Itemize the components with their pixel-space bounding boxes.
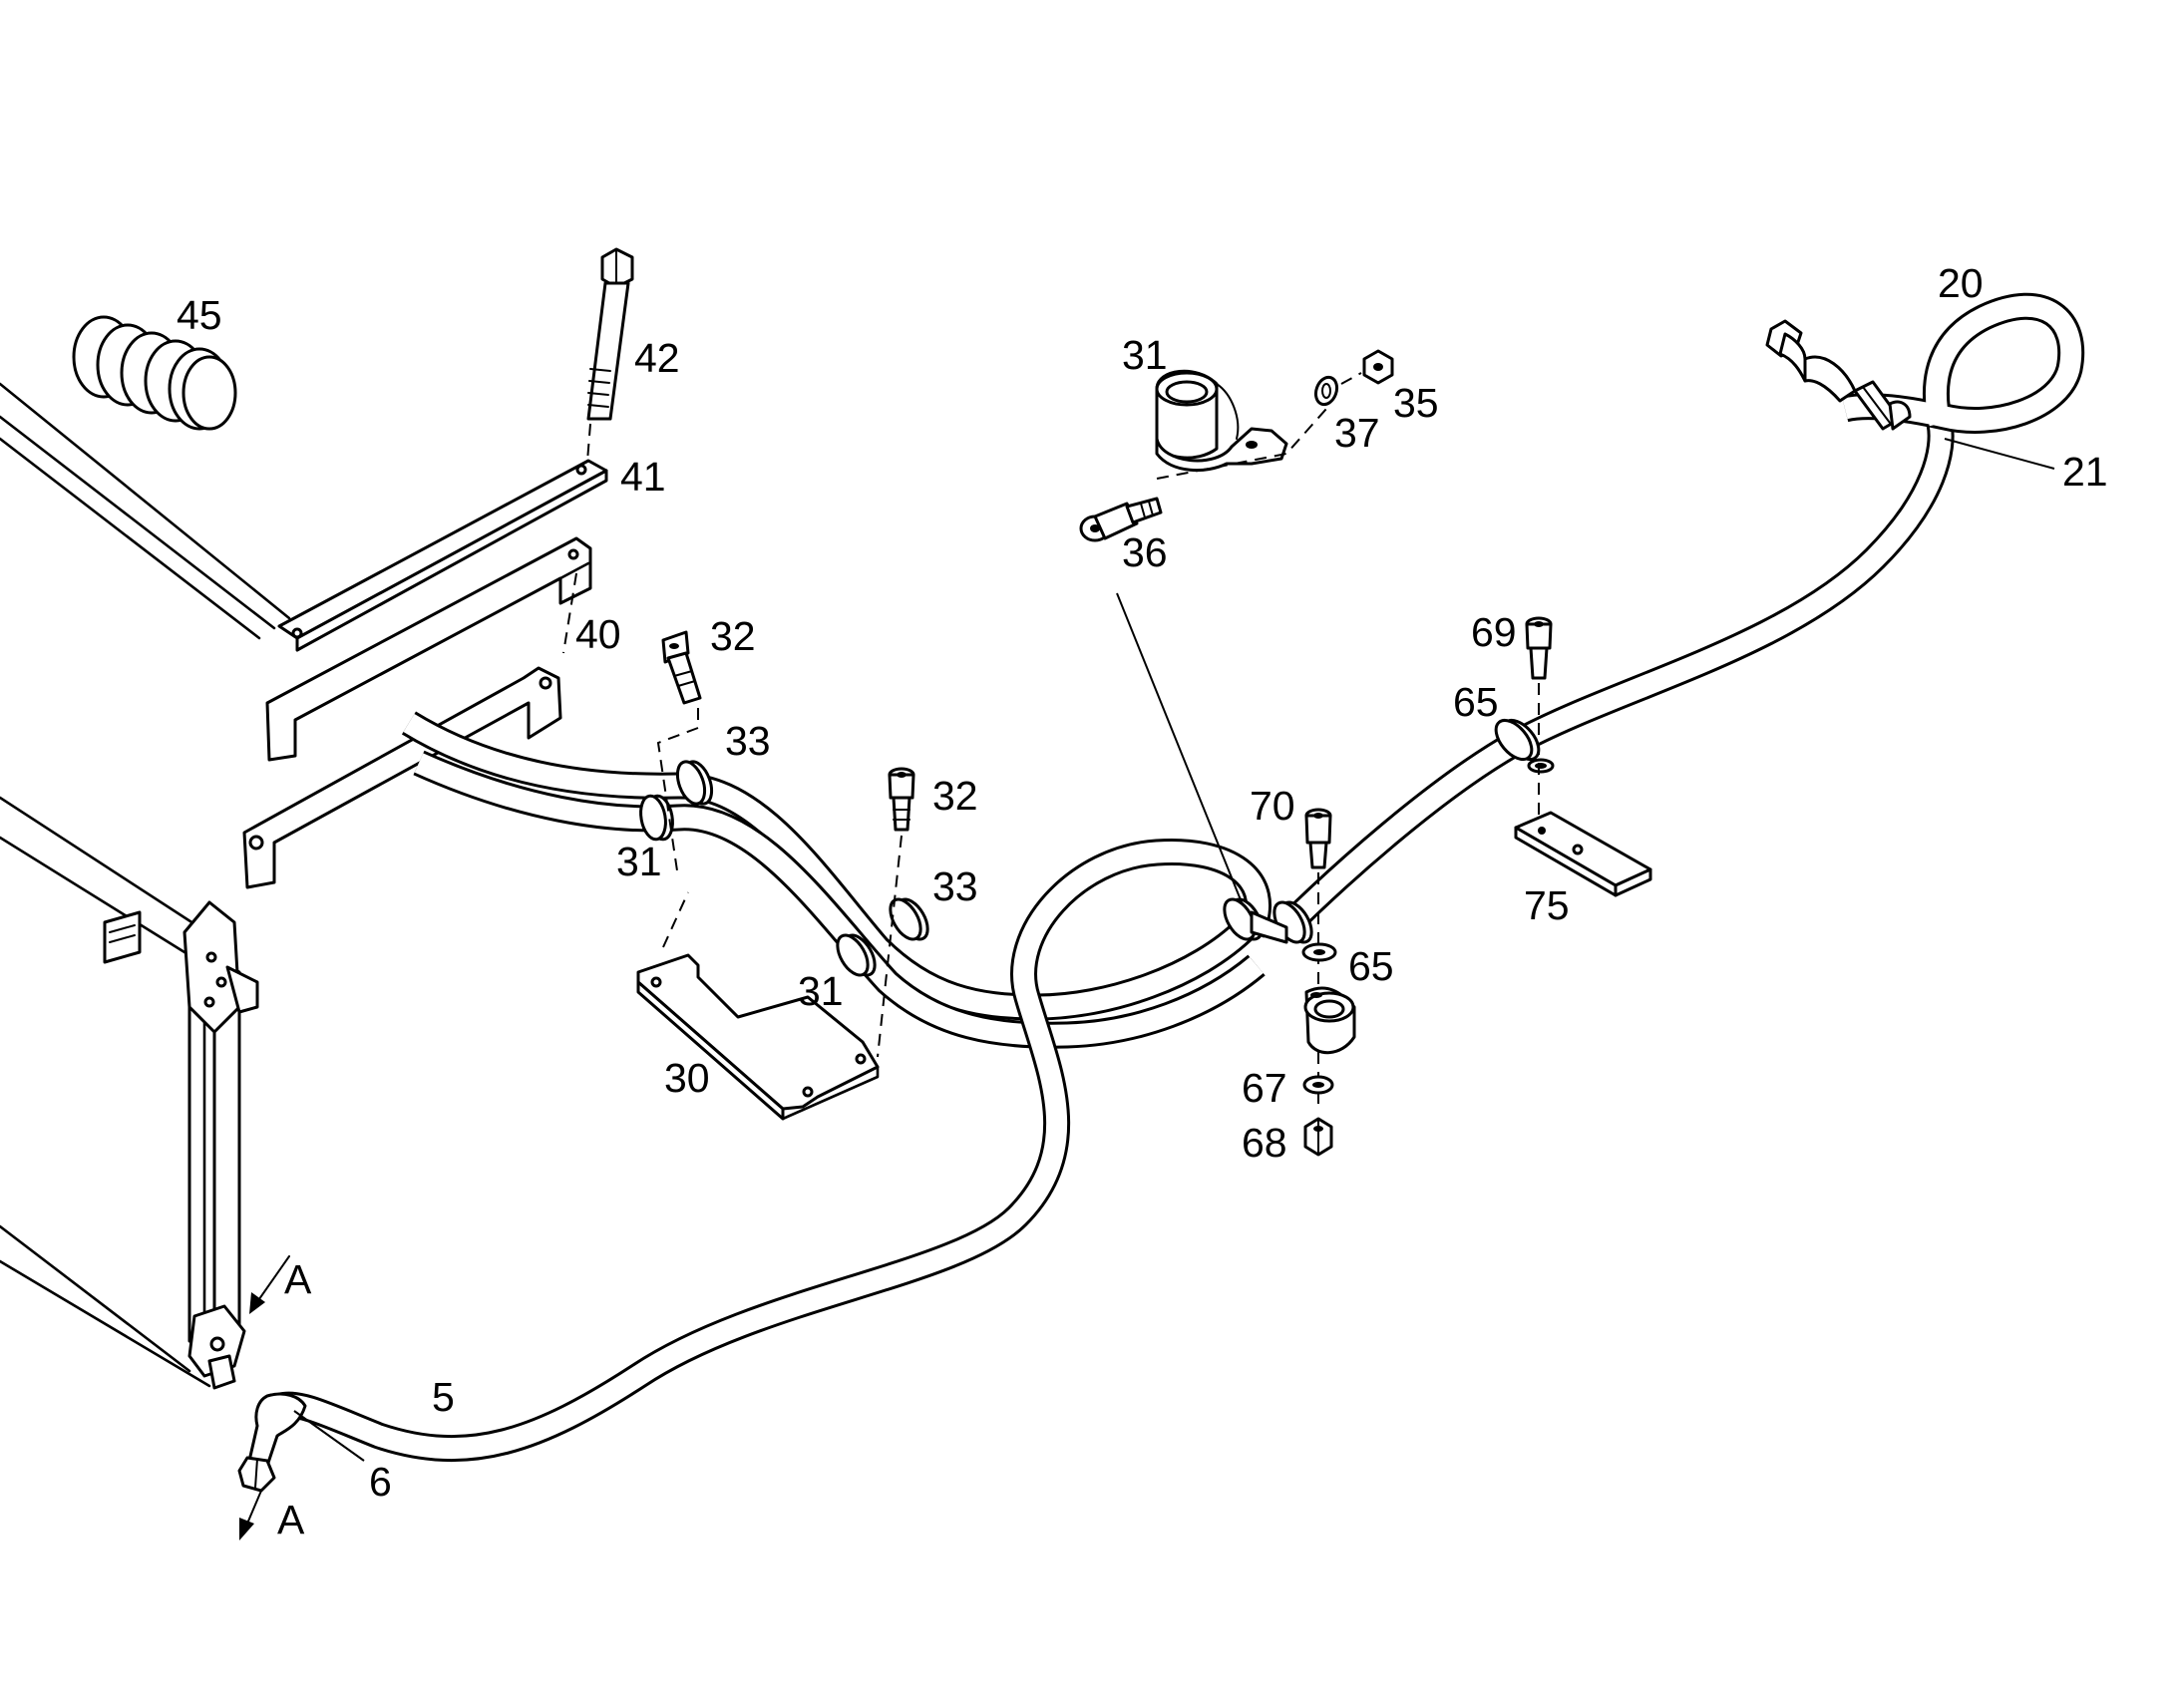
view-arrow-a-lower [239, 1490, 262, 1540]
callout-20: 20 [1938, 260, 1984, 306]
screw-32-lower [877, 767, 915, 1058]
leader-21 [1944, 438, 2055, 470]
mounting-plate-75 [1514, 811, 1652, 897]
hose-assembly [277, 292, 2085, 1463]
clamp-31-detail [1155, 369, 1327, 480]
callout-31-detail: 31 [1122, 332, 1168, 378]
callout-69: 69 [1471, 609, 1517, 655]
washer-37 [1313, 375, 1339, 407]
callout-42: 42 [634, 335, 680, 381]
callout-31-lower: 31 [798, 968, 844, 1014]
washer-67 [1302, 1075, 1334, 1095]
callout-a-lower: A [277, 1497, 305, 1542]
callout-36: 36 [1122, 529, 1168, 575]
callout-41: 41 [620, 454, 666, 500]
callout-40: 40 [575, 611, 621, 657]
callout-6: 6 [369, 1459, 392, 1505]
screw-69 [1525, 616, 1553, 833]
hose-clamps [639, 718, 1555, 977]
clamp-65-lower [1301, 942, 1356, 1055]
callout-32-lower: 32 [932, 773, 978, 819]
screw-36 [1079, 497, 1163, 542]
callout-35: 35 [1393, 380, 1439, 426]
nut-68 [1303, 1117, 1333, 1157]
spring-coil-45 [72, 315, 237, 431]
callout-68: 68 [1242, 1120, 1287, 1166]
strap-plate-41 [277, 459, 608, 652]
leader-6 [293, 1410, 365, 1462]
callouts: 20 21 45 42 41 40 32 33 31 32 33 31 30 3… [177, 260, 2108, 1542]
callout-65-upper: 65 [1453, 679, 1499, 725]
cooler-frame [0, 382, 291, 1390]
callout-a-upper: A [284, 1256, 312, 1302]
callout-70: 70 [1250, 783, 1295, 829]
callout-33-lower: 33 [932, 863, 978, 909]
callout-33-upper: 33 [725, 718, 771, 764]
callout-32-upper: 32 [710, 613, 756, 659]
view-arrow-a-upper [249, 1255, 290, 1314]
hose-fitting-20 [1765, 319, 1912, 431]
callout-5: 5 [432, 1374, 455, 1420]
callout-45: 45 [177, 292, 222, 338]
screw-32-upper [656, 630, 702, 878]
leader-31-detail [1116, 592, 1243, 903]
callout-65-lower: 65 [1348, 943, 1394, 989]
callout-31-upper: 31 [616, 839, 662, 884]
callout-75: 75 [1524, 882, 1570, 928]
hose-fitting-6 [237, 1392, 307, 1493]
callout-37: 37 [1334, 410, 1380, 456]
nut-35 [1340, 349, 1394, 385]
bolt-42 [585, 247, 634, 475]
callout-67: 67 [1242, 1065, 1287, 1111]
clamp-block-lower [242, 666, 562, 889]
callout-30: 30 [664, 1055, 710, 1101]
clamp-block-40 [265, 536, 592, 762]
callout-21: 21 [2062, 449, 2108, 495]
bracket-plate-30 [636, 891, 880, 1121]
